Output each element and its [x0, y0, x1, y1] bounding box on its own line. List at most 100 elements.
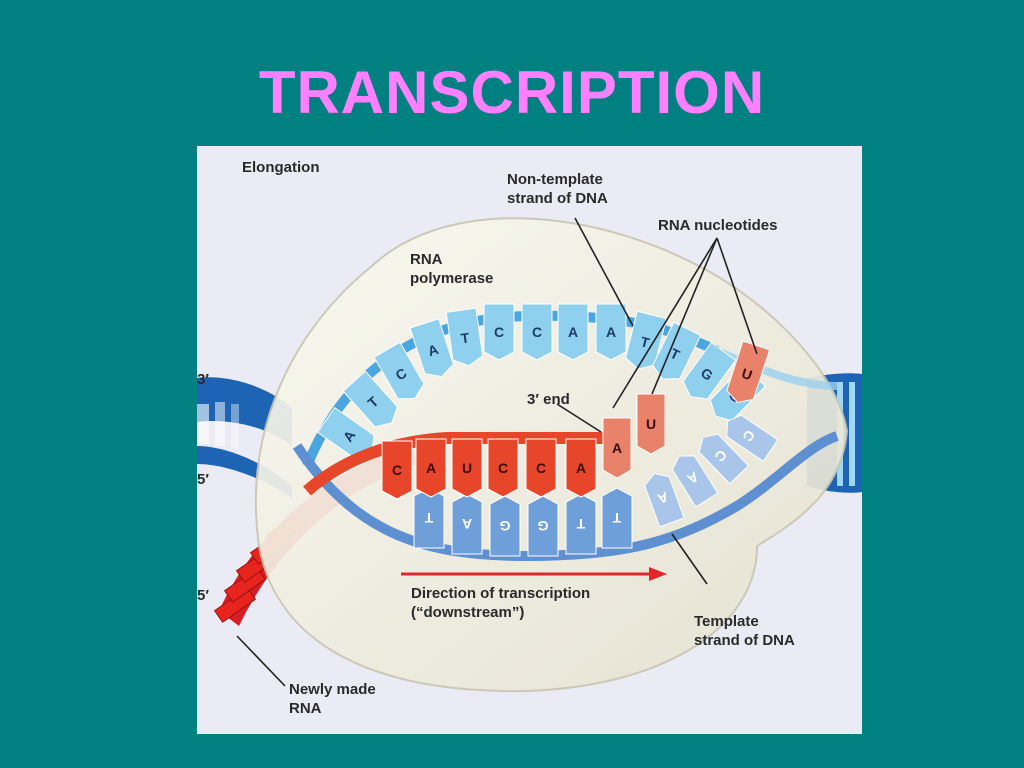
rna-base-letter: C	[392, 462, 402, 478]
rna-base: C	[525, 438, 557, 498]
non-template-bases: ATCATCCAATTGG	[316, 303, 766, 461]
non-template-base: T	[445, 307, 484, 367]
non-template-base: A	[409, 318, 455, 378]
template-base-letter: T	[424, 510, 433, 526]
rna-base: U	[451, 438, 483, 498]
template-base-unpaired: C	[698, 433, 750, 485]
template-base-shape	[601, 487, 633, 549]
template-label-line2: strand of DNA	[694, 632, 795, 649]
non-template-base-letter: A	[426, 341, 441, 359]
non-template-base-shape	[409, 318, 455, 378]
incoming-nucleotide-letter: U	[740, 365, 755, 383]
slide-title: TRANSCRIPTION	[258, 59, 766, 126]
non-template-base-shape	[625, 310, 667, 370]
template-label-line1: Template	[694, 613, 759, 630]
rna-nucleotides-label: RNA nucleotides	[658, 217, 778, 234]
non-template-base-shape	[483, 303, 515, 361]
rna-base: C	[487, 438, 519, 498]
non-template-base-shape	[521, 303, 553, 361]
rna-base-shape	[415, 438, 447, 498]
template-base-letter: A	[462, 516, 472, 532]
non-template-base: T	[625, 310, 667, 370]
template-base: G	[489, 495, 521, 557]
three-prime-end-label: 3′ end	[527, 391, 570, 408]
non-template-base-shape	[682, 341, 737, 400]
template-base-unpaired-shape	[726, 414, 779, 463]
rna-polymerase-label: RNA polymerase	[410, 250, 493, 288]
newly-made-label-line2: RNA	[289, 700, 322, 717]
template-base-unpaired-shape	[698, 433, 750, 485]
template-base-shape	[451, 493, 483, 555]
incoming-nucleotides: A U U	[602, 340, 771, 479]
direction-label-line2: (“downstream”)	[411, 604, 525, 621]
non-template-base: C	[373, 341, 425, 400]
rna-base-shape	[565, 438, 597, 498]
template-base-unpaired-shape	[644, 473, 685, 528]
non-template-label-line1: Non-template	[507, 171, 603, 188]
incoming-nucleotide-letter: A	[612, 440, 622, 456]
non-template-base-letter: C	[532, 324, 542, 340]
incoming-nucleotide-letter: U	[646, 416, 656, 432]
non-template-base-shape	[316, 406, 375, 461]
template-base-letter: G	[499, 518, 510, 534]
incoming-nucleotide: U	[636, 393, 666, 455]
template-base-unpaired: A	[671, 455, 719, 508]
non-template-base: A	[316, 406, 375, 461]
rna-base-letter: A	[426, 460, 436, 476]
rna-base-shape	[487, 438, 519, 498]
template-base: A	[451, 493, 483, 555]
strand-end-3prime-top: 3′	[197, 371, 209, 388]
template-base-letter: T	[612, 510, 621, 526]
non-template-label-line2: strand of DNA	[507, 190, 608, 207]
non-template-base-shape	[373, 341, 425, 400]
template-base-shape	[527, 495, 559, 557]
template-base-unpaired: A	[644, 473, 685, 528]
rna-base: C	[381, 440, 413, 500]
rna-base-shape	[381, 440, 413, 500]
elongation-label: Elongation	[242, 159, 320, 176]
template-base: T	[565, 493, 597, 555]
direction-arrow	[401, 567, 667, 581]
template-base-unpaired: C	[726, 414, 779, 463]
direction-label: Direction of transcription (“downstream”…	[411, 584, 590, 622]
template-base: G	[527, 495, 559, 557]
rna-base-shape	[451, 438, 483, 498]
non-template-base: A	[595, 303, 627, 361]
template-base: T	[601, 487, 633, 549]
non-template-base-letter: A	[568, 324, 578, 340]
strand-end-5prime-bottom: 5′	[197, 587, 209, 604]
rna-base: A	[565, 438, 597, 498]
non-template-base-shape	[557, 303, 589, 361]
non-template-base: A	[557, 303, 589, 361]
rna-base-letter: C	[498, 460, 508, 476]
strand-end-5prime-middle: 5′	[197, 471, 209, 488]
incoming-nucleotide-shape	[602, 417, 632, 479]
non-template-strand-label: Non-template strand of DNA	[507, 170, 608, 208]
non-template-base: C	[521, 303, 553, 361]
incoming-nucleotide-shape	[726, 340, 771, 404]
rna-polymerase-label-line1: RNA	[410, 251, 443, 268]
template-base-shape	[565, 493, 597, 555]
non-template-base-shape	[445, 307, 484, 367]
template-base: T	[413, 487, 445, 549]
template-base-unpaired-shape	[671, 455, 719, 508]
non-template-base-letter: C	[494, 324, 504, 340]
template-base-shape	[489, 495, 521, 557]
non-template-base-letter: T	[460, 329, 471, 346]
leader-lines	[236, 217, 758, 687]
template-base-letter: T	[576, 516, 585, 532]
incoming-nucleotide: A	[602, 417, 632, 479]
rna-base-letter: A	[576, 460, 586, 476]
template-base-letter: G	[537, 518, 548, 534]
non-template-base-shape	[342, 370, 399, 428]
rna-base: A	[415, 438, 447, 498]
non-template-base: G	[682, 341, 737, 400]
newly-made-label-line1: Newly made	[289, 681, 376, 698]
newly-made-rna-label: Newly made RNA	[289, 680, 376, 718]
rna-base-letter: U	[462, 460, 472, 476]
incoming-nucleotide-shape	[636, 393, 666, 455]
